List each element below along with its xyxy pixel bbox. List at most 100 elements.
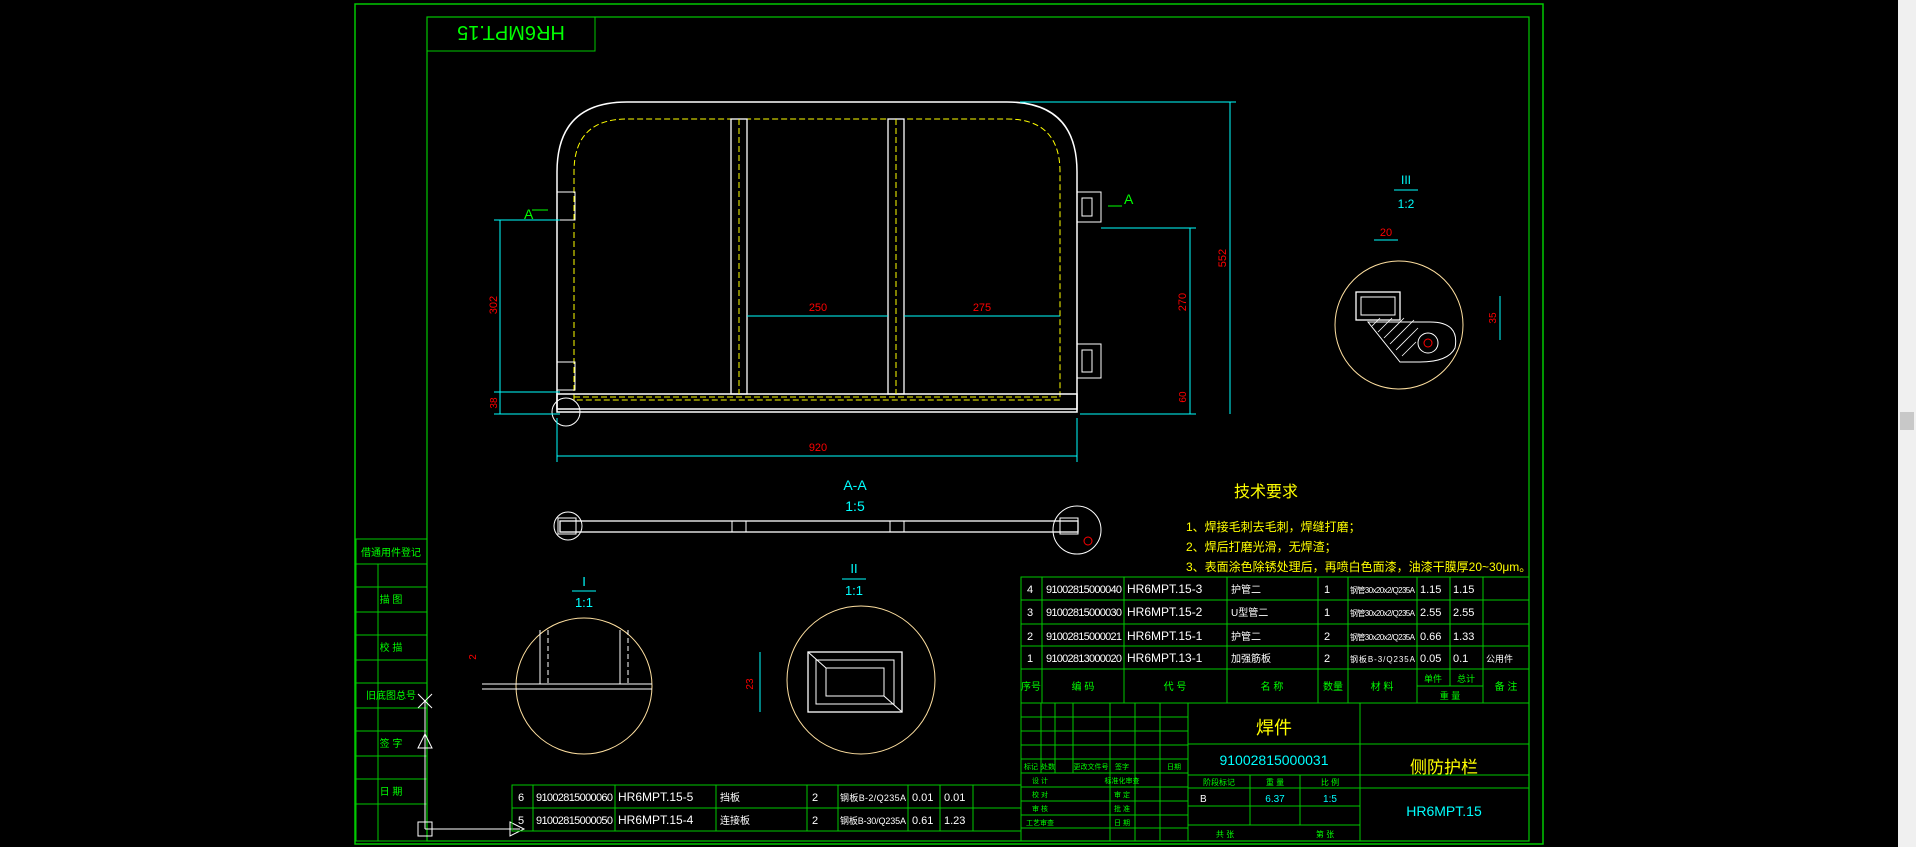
bom-upper-header: 序号 编 码 代 号 名 称 数量 材 料 单件 总计 重 量 备 注 <box>1021 673 1517 701</box>
svg-text:2.55: 2.55 <box>1420 607 1441 619</box>
table-row: 5 91002815000050 HR6MPT.15-4 连接板 2 钢板B-3… <box>518 813 965 827</box>
dim-552: 552 <box>1217 249 1229 267</box>
svg-text:钢管30x20x2/Q235A: 钢管30x20x2/Q235A <box>1350 608 1416 618</box>
tech-req-item-3: 3、表面涂色除锈处理后，再喷白色面漆，油漆干膜厚20~30μm。 <box>1186 559 1531 574</box>
svg-text:1.23: 1.23 <box>944 815 965 827</box>
svg-text:0.61: 0.61 <box>912 815 933 827</box>
svg-text:护管二: 护管二 <box>1231 583 1261 596</box>
svg-text:钢板B-2/Q235A: 钢板B-2/Q235A <box>840 792 906 803</box>
svg-text:3: 3 <box>1027 607 1033 619</box>
svg-text:编 码: 编 码 <box>1072 680 1095 693</box>
table-row: 4 91002815000040 HR6MPT.15-3 护管二 1 钢管30x… <box>1027 582 1474 596</box>
svg-text:91002815000040: 91002815000040 <box>1046 584 1122 596</box>
bom-upper-grid <box>1020 576 1530 704</box>
title-part-code: 91002815000031 <box>1219 752 1328 768</box>
scrollbar-thumb[interactable] <box>1900 412 1914 430</box>
svg-text:2: 2 <box>812 792 818 804</box>
title-sign-header: 标记 处数 更改文件号 签字 日期 <box>1024 762 1181 771</box>
svg-text:HR6MPT.15-2: HR6MPT.15-2 <box>1127 605 1203 619</box>
svg-text:0.1: 0.1 <box>1453 653 1468 665</box>
svg-text:钢管30x20x2/Q235A: 钢管30x20x2/Q235A <box>1350 632 1416 642</box>
svg-text:91002815000060: 91002815000060 <box>536 792 613 804</box>
svg-text:标准化审查: 标准化审查 <box>1105 776 1140 785</box>
svg-text:数量: 数量 <box>1323 680 1343 693</box>
ref-code-box <box>426 16 596 52</box>
table-row: 6 91002815000060 HR6MPT.15-5 挡板 2 钢板B-2/… <box>518 790 965 804</box>
ref-code-text: HR6MPT.15 <box>457 21 565 43</box>
svg-text:日期: 日期 <box>1167 763 1181 771</box>
title-weight: 6.37 <box>1265 794 1285 805</box>
svg-text:2: 2 <box>812 815 818 827</box>
svg-text:加强筋板: 加强筋板 <box>1231 652 1271 665</box>
detail-3-dim-h: 35 <box>1488 312 1499 324</box>
svg-text:2: 2 <box>1027 631 1033 643</box>
section-aa-label: A-A <box>843 477 867 493</box>
section-aa-scale: 1:5 <box>845 498 865 514</box>
front-view <box>551 101 1102 427</box>
title-drawing-no: HR6MPT.15 <box>1406 803 1482 819</box>
svg-text:钢管30x20x2/Q235A: 钢管30x20x2/Q235A <box>1350 585 1416 595</box>
svg-text:钢板B-3/Q235A: 钢板B-3/Q235A <box>1350 654 1416 664</box>
table-row: 2 91002815000021 HR6MPT.15-1 护管二 2 钢管30x… <box>1027 629 1474 643</box>
section-aa-view <box>553 505 1102 555</box>
svg-text:标记: 标记 <box>1024 762 1038 771</box>
detail-3-scale: 1:2 <box>1398 197 1415 211</box>
svg-text:2.55: 2.55 <box>1453 607 1474 619</box>
svg-text:序号: 序号 <box>1021 680 1041 693</box>
dimension-lines <box>494 101 1236 462</box>
dim-920: 920 <box>809 442 827 454</box>
svg-text:代 号: 代 号 <box>1164 681 1187 693</box>
stamp-label-6: 日 期 <box>380 786 403 798</box>
svg-text:签字: 签字 <box>1115 762 1129 771</box>
svg-text:HR6MPT.13-1: HR6MPT.13-1 <box>1127 651 1203 665</box>
title-scale: 1:5 <box>1323 794 1337 805</box>
title-type: 焊件 <box>1256 718 1292 738</box>
detail-1-label: I <box>582 574 586 589</box>
section-mark-left: A <box>524 206 534 222</box>
detail-2-scale: 1:1 <box>845 583 863 598</box>
svg-text:1.33: 1.33 <box>1453 631 1474 643</box>
svg-text:0.01: 0.01 <box>944 792 965 804</box>
svg-text:91002815000021: 91002815000021 <box>1046 631 1122 643</box>
tech-req-item-2: 2、焊后打磨光滑，无焊渣； <box>1186 539 1337 554</box>
svg-text:审 核: 审 核 <box>1032 804 1048 813</box>
svg-text:91002813000020: 91002813000020 <box>1046 653 1122 665</box>
table-row: 1 91002813000020 HR6MPT.13-1 加强筋板 2 钢板B-… <box>1027 651 1513 665</box>
ucs-icon <box>417 693 526 837</box>
svg-text:批 准: 批 准 <box>1114 804 1130 813</box>
section-mark-right: A <box>1124 191 1134 207</box>
svg-text:阶段标记: 阶段标记 <box>1203 777 1235 787</box>
title-block-grid <box>1020 702 1530 842</box>
vertical-scrollbar[interactable] <box>1898 0 1916 847</box>
left-stamp-column <box>355 538 428 842</box>
stamp-label-1: 借通用件登记 <box>361 546 421 559</box>
title-part-name: 侧防护栏 <box>1410 758 1478 777</box>
bom-lower-rows: 6 91002815000060 HR6MPT.15-5 挡板 2 钢板B-2/… <box>518 790 965 827</box>
stamp-label-3: 校 描 <box>380 641 403 654</box>
stamp-label-2: 描 图 <box>380 593 403 606</box>
detail-1-view <box>482 617 653 755</box>
dim-302: 302 <box>488 296 500 314</box>
stamp-label-5: 签 字 <box>380 737 403 750</box>
svg-text:HR6MPT.15-4: HR6MPT.15-4 <box>618 813 694 827</box>
svg-text:备 注: 备 注 <box>1495 680 1518 693</box>
svg-text:1: 1 <box>1324 607 1330 619</box>
bom-upper-rows: 4 91002815000040 HR6MPT.15-3 护管二 1 钢管30x… <box>1027 582 1513 665</box>
stamp-label-4: 旧底图总号 <box>366 689 416 702</box>
svg-text:连接板: 连接板 <box>720 814 750 827</box>
svg-text:共 张: 共 张 <box>1216 830 1234 839</box>
detail-3-dim-w: 20 <box>1380 227 1392 239</box>
svg-text:更改文件号: 更改文件号 <box>1074 762 1109 771</box>
svg-text:钢板B-30/Q235A: 钢板B-30/Q235A <box>840 815 906 826</box>
svg-text:0.01: 0.01 <box>912 792 933 804</box>
tech-req-item-1: 1、焊接毛刺去毛刺，焊缝打磨； <box>1186 519 1361 534</box>
svg-text:2: 2 <box>1324 653 1330 665</box>
svg-text:2: 2 <box>1324 631 1330 643</box>
svg-text:HR6MPT.15-5: HR6MPT.15-5 <box>618 790 694 804</box>
title-stage: B <box>1200 794 1207 805</box>
svg-text:1: 1 <box>1027 653 1033 665</box>
table-row: 3 91002815000030 HR6MPT.15-2 U型管二 1 钢管30… <box>1027 605 1474 619</box>
svg-text:5: 5 <box>518 815 524 827</box>
